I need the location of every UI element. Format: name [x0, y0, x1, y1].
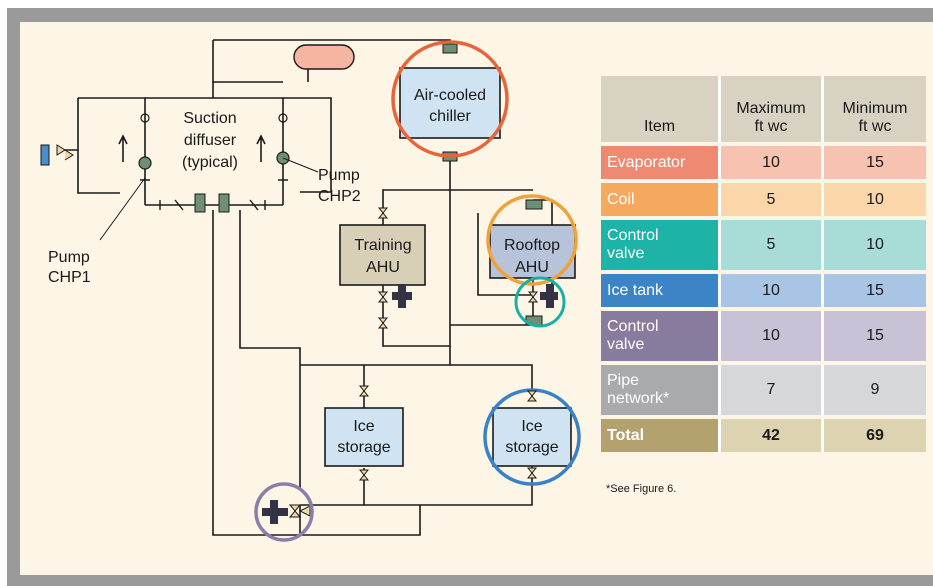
expansion-tank [293, 44, 355, 70]
table-cell-maximum: 7 [721, 365, 824, 415]
flow-arrow-left [118, 134, 128, 162]
table-cell-maximum: 5 [721, 183, 824, 216]
table-footnote: *See Figure 6. [606, 483, 677, 495]
rooftop-valve-top [525, 199, 543, 210]
pump-chp2-label-1: Pump [318, 167, 360, 184]
main-valve-highlight-circle [254, 482, 314, 542]
suction-diffuser-label-1: Suction [183, 110, 236, 127]
table-cell-item: Pipe network* [601, 365, 721, 415]
table-cell-item: Control valve [601, 220, 721, 270]
suction-diffuser-label-2: diffuser [184, 132, 237, 149]
chiller-valve-top [442, 43, 458, 54]
check-valve-right [218, 193, 230, 213]
table-cell-item: Control valve [601, 311, 721, 361]
pipe-training-return [382, 190, 451, 347]
expansion-device-icon [40, 144, 50, 166]
table-cell-minimum: 10 [824, 220, 926, 270]
table-cell-item: Total [601, 419, 721, 452]
table-cell-maximum: 10 [721, 311, 824, 361]
ice-storage-right-box [492, 407, 572, 467]
pipe-right-outer [283, 97, 332, 193]
table-cell-minimum: 69 [824, 419, 926, 452]
pressure-drop-table: Item Maximum ft wc Minimum ft wc Evapora… [601, 72, 926, 456]
pump-chp1-label-2: CHP1 [48, 269, 91, 286]
pump-chp1-icon [138, 156, 152, 170]
flow-arrow-right [256, 134, 266, 162]
expansion-valve-icon [56, 144, 74, 161]
training-ahu-box [339, 224, 426, 286]
ice-storage-left-box [324, 407, 404, 467]
pump-chp2-label-2: CHP2 [318, 188, 361, 205]
pipe-ice-header-right [450, 364, 533, 390]
valve-top-left [140, 113, 150, 123]
table-cell-item: Ice tank [601, 274, 721, 307]
ice-right-valves [526, 390, 538, 479]
valve-top-right [278, 113, 288, 123]
rooftop-ahu-label-1: Rooftop [504, 237, 560, 254]
rooftop-control-valve [527, 284, 558, 308]
table-cell-minimum: 9 [824, 365, 926, 415]
header-fittings [140, 179, 288, 211]
ice-left-valves [358, 385, 370, 481]
ice-tank-highlight-circle [483, 388, 581, 486]
chiller-label-2: chiller [429, 108, 471, 125]
ice-storage-right-label-1: Ice [521, 418, 542, 435]
pump-chp1-label-1: Pump [48, 249, 90, 266]
chiller-box [399, 67, 501, 139]
table-cell-minimum: 15 [824, 274, 926, 307]
leader-chp1 [99, 177, 146, 241]
ice-storage-right-label-2: storage [505, 439, 558, 456]
header-maximum: Maximum ft wc [721, 76, 824, 142]
table-cell-maximum: 5 [721, 220, 824, 270]
suction-diffuser-label-3: (typical) [182, 154, 238, 171]
rooftop-highlight-circle [486, 194, 578, 286]
leader-chp2 [282, 157, 319, 173]
table-cell-minimum: 15 [824, 146, 926, 179]
rooftop-ahu-label-2: AHU [515, 259, 549, 276]
table-cell-maximum: 10 [721, 146, 824, 179]
training-valve-bottom [377, 317, 389, 329]
pipe-left-outer [77, 98, 120, 194]
training-control-valve [377, 284, 412, 308]
pipe-secondary-supply [212, 210, 267, 536]
table-cell-maximum: 42 [721, 419, 824, 452]
table-cell-item: Coil [601, 183, 721, 216]
training-valve-top [377, 207, 389, 219]
table-cell-item: Evaporator [601, 146, 721, 179]
table-header-row: Item Maximum ft wc Minimum ft wc [601, 76, 926, 142]
table-cell-minimum: 10 [824, 183, 926, 216]
check-valve-left [194, 193, 206, 213]
main-control-valve [262, 500, 311, 524]
ice-storage-left-label-1: Ice [353, 418, 374, 435]
header-item: Item [601, 76, 721, 142]
table-cell-maximum: 10 [721, 274, 824, 307]
table-cell-minimum: 15 [824, 311, 926, 361]
pipe-ice-bottom [300, 505, 421, 536]
chiller-highlight-circle [391, 40, 509, 158]
chiller-label-1: Air-cooled [414, 87, 486, 104]
training-ahu-label-2: AHU [366, 259, 400, 276]
pipe-secondary-return [239, 210, 301, 490]
ice-storage-left-label-2: storage [337, 439, 390, 456]
rooftop-valve-highlight-circle [514, 276, 566, 328]
training-ahu-label-1: Training [354, 237, 411, 254]
header-minimum: Minimum ft wc [824, 76, 926, 142]
pipe-rooftop-bypass [477, 213, 533, 296]
